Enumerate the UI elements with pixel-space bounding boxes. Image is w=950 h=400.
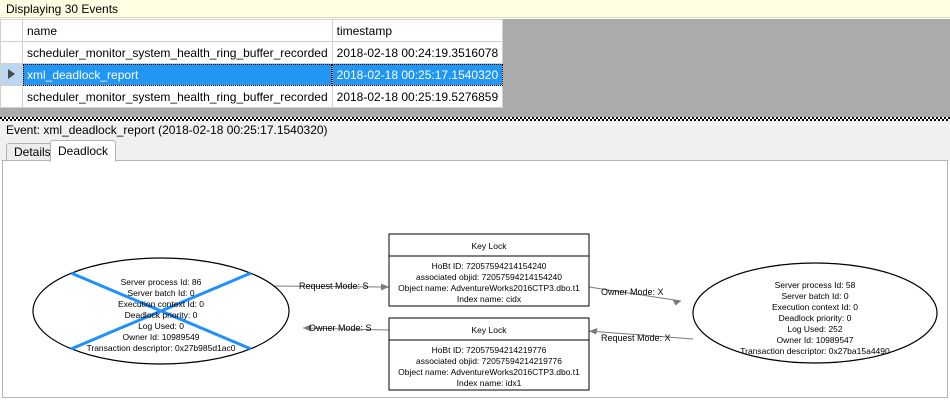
row-header-cell-current[interactable] xyxy=(0,63,23,86)
process-right-line-6: Transaction descriptor: 0x27ba15a4490 xyxy=(740,346,890,356)
cell-timestamp[interactable]: 2018-02-18 00:24:19.3516078 xyxy=(331,41,504,64)
deadlock-victim-cross-icon xyxy=(70,271,252,351)
process-right-line-0: Server process Id: 58 xyxy=(775,280,856,290)
process-left-line-4: Log Used: 0 xyxy=(138,321,184,331)
process-right-line-5: Owner Id: 10989547 xyxy=(776,335,853,345)
process-right-line-1: Server batch Id: 0 xyxy=(781,291,848,301)
tab-deadlock[interactable]: Deadlock xyxy=(50,140,117,162)
events-grid-region[interactable]: name timestamp scheduler_monitor_system_… xyxy=(0,19,950,119)
keylock-top-title: Key Lock xyxy=(472,241,508,251)
column-header-name[interactable]: name xyxy=(22,19,333,42)
events-banner: Displaying 30 Events xyxy=(0,0,950,18)
edge-label-right-owner: Owner Mode: X xyxy=(601,287,664,297)
events-grid-header: name timestamp xyxy=(0,19,504,42)
events-banner-label: Displaying 30 Events xyxy=(6,2,119,16)
row-header-cell[interactable] xyxy=(0,41,23,64)
table-row-selected[interactable]: xml_deadlock_report 2018-02-18 00:25:17.… xyxy=(0,63,504,86)
process-left-line-5: Owner Id: 10989549 xyxy=(122,332,199,342)
edge-left-request xyxy=(270,283,390,291)
event-header-label: Event: xml_deadlock_report (2018-02-18 0… xyxy=(6,123,328,137)
process-right-line-4: Log Used: 252 xyxy=(787,324,843,334)
resource-node-keylock-bottom[interactable]: Key Lock HoBt ID: 72057594214219776 asso… xyxy=(388,317,590,391)
keylock-bottom-title: Key Lock xyxy=(472,325,508,335)
process-right-line-2: Execution context Id: 0 xyxy=(772,302,858,312)
events-grid-body[interactable]: scheduler_monitor_system_health_ring_buf… xyxy=(0,41,504,108)
tab-strip: Details Deadlock xyxy=(0,140,950,162)
keylock-bottom-line-0: HoBt ID: 72057594214219776 xyxy=(432,345,547,355)
cell-timestamp[interactable]: 2018-02-18 00:25:19.5276859 xyxy=(331,85,504,108)
keylock-bottom-line-3: Index name: idx1 xyxy=(457,378,522,388)
process-left-line-3: Deadlock priority: 0 xyxy=(125,310,198,320)
tab-details[interactable]: Details xyxy=(6,143,59,161)
horizontal-splitter[interactable] xyxy=(0,117,950,121)
cell-name[interactable]: scheduler_monitor_system_health_ring_buf… xyxy=(22,41,333,64)
cell-name[interactable]: scheduler_monitor_system_health_ring_buf… xyxy=(22,85,333,108)
edge-label-left-owner: Owner Mode: S xyxy=(309,323,372,333)
current-row-arrow-icon xyxy=(8,69,15,79)
process-left-line-6: Transaction descriptor: 0x27b985d1ac0 xyxy=(87,343,236,353)
process-left-line-0: Server process Id: 86 xyxy=(121,277,202,287)
table-row[interactable]: scheduler_monitor_system_health_ring_buf… xyxy=(0,41,504,64)
keylock-top-line-2: Object name: AdventureWorks2016CTP3.dbo.… xyxy=(398,283,580,293)
process-node-left[interactable]: Server process Id: 86 Server batch Id: 0… xyxy=(32,257,290,365)
table-row[interactable]: scheduler_monitor_system_health_ring_buf… xyxy=(0,85,504,108)
keylock-top-line-3: Index name: cidx xyxy=(457,294,522,304)
keylock-bottom-line-2: Object name: AdventureWorks2016CTP3.dbo.… xyxy=(398,367,580,377)
cell-name[interactable]: xml_deadlock_report xyxy=(22,63,333,86)
process-right-line-3: Deadlock priority: 0 xyxy=(779,313,852,323)
process-left-line-2: Execution context Id: 0 xyxy=(118,299,204,309)
header-row: name timestamp xyxy=(0,19,504,42)
edge-label-right-request: Request Mode: X xyxy=(601,333,671,343)
keylock-top-line-0: HoBt ID: 72057594214154240 xyxy=(432,261,547,271)
keylock-bottom-line-1: associated objid: 72057594214219776 xyxy=(416,356,562,366)
row-header-cell[interactable] xyxy=(0,85,23,108)
cell-timestamp[interactable]: 2018-02-18 00:25:17.1540320 xyxy=(331,63,504,86)
column-header-timestamp[interactable]: timestamp xyxy=(331,19,504,42)
edge-right-owner xyxy=(588,286,682,306)
edge-right-request xyxy=(588,328,694,340)
edge-label-left-request: Request Mode: S xyxy=(299,281,369,291)
column-header-selector[interactable] xyxy=(0,19,23,42)
edge-left-owner xyxy=(302,324,390,332)
events-grid[interactable]: name timestamp scheduler_monitor_system_… xyxy=(0,19,504,108)
process-left-line-1: Server batch Id: 0 xyxy=(127,288,194,298)
resource-node-keylock-top[interactable]: Key Lock HoBt ID: 72057594214154240 asso… xyxy=(388,233,590,307)
keylock-top-line-1: associated objid: 72057594214154240 xyxy=(416,272,562,282)
event-header-bar: Event: xml_deadlock_report (2018-02-18 0… xyxy=(0,121,950,140)
process-node-right[interactable]: Server process Id: 58 Server batch Id: 0… xyxy=(692,262,938,364)
deadlock-graph-canvas[interactable]: Server process Id: 86 Server batch Id: 0… xyxy=(2,160,948,398)
